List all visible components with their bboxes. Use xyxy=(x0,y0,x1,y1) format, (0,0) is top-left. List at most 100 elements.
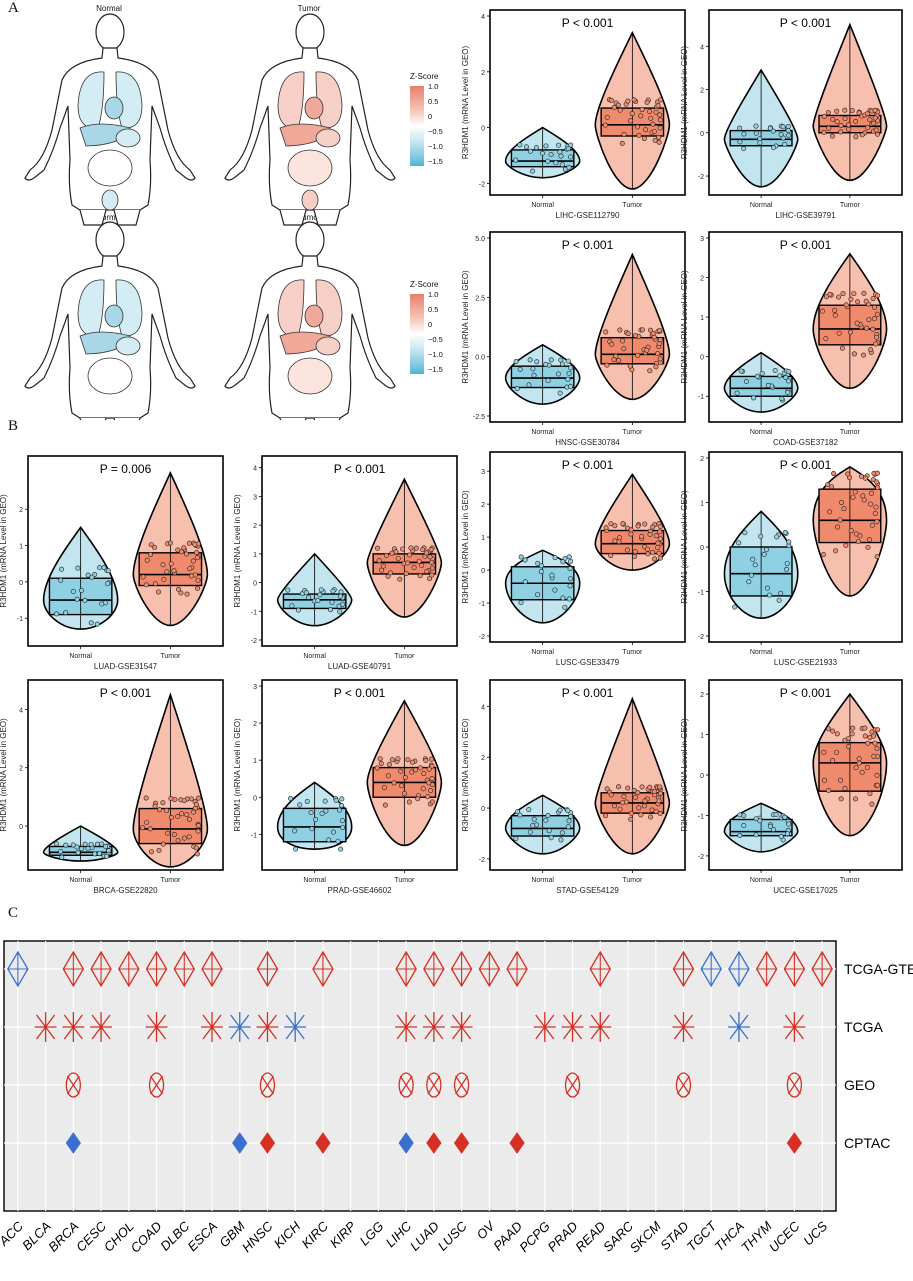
data-point xyxy=(531,816,537,822)
legend-title: Z-Score xyxy=(410,72,439,81)
data-point xyxy=(567,566,573,572)
legend-tick: 0.5 xyxy=(428,97,439,106)
data-point xyxy=(385,773,391,779)
legend-tick: 1.0 xyxy=(428,290,439,299)
data-point xyxy=(140,574,146,580)
diamond-filled-shape xyxy=(786,1132,803,1154)
data-point xyxy=(147,552,153,558)
marker-diamond-open xyxy=(700,950,722,988)
diamond-cross xyxy=(63,952,84,986)
data-point xyxy=(750,556,756,562)
data-point xyxy=(183,551,189,557)
circle-shape xyxy=(426,1072,442,1098)
data-point xyxy=(423,550,429,556)
marker-asterisk xyxy=(145,1012,168,1042)
data-point xyxy=(53,841,59,847)
x-shape xyxy=(455,1075,469,1095)
x-axis-label: COAD-GSE37182 xyxy=(773,438,838,447)
data-point xyxy=(642,798,648,804)
data-point xyxy=(656,798,662,804)
row-label: GEO xyxy=(844,1077,875,1093)
marker-diamond-open xyxy=(589,950,612,988)
cancer-label: HNSC xyxy=(239,1218,276,1255)
chart-title: P < 0.001 xyxy=(780,16,832,30)
data-point xyxy=(785,389,791,395)
data-point xyxy=(194,549,200,555)
data-point xyxy=(309,826,315,832)
data-point xyxy=(567,583,573,589)
asterisk-shape xyxy=(395,1012,418,1042)
asterisk-shape xyxy=(90,1012,113,1042)
data-point xyxy=(402,775,408,781)
data-point xyxy=(288,796,294,802)
data-point xyxy=(871,753,877,759)
data-point xyxy=(335,838,341,844)
data-point xyxy=(565,807,571,813)
asterisk-shape xyxy=(533,1012,556,1042)
y-axis-label: R3HDM1 (mRNA Level in GEO) xyxy=(233,718,242,832)
data-point xyxy=(160,800,166,806)
data-point xyxy=(785,127,791,133)
data-point xyxy=(611,104,617,110)
data-point xyxy=(641,803,647,809)
data-point xyxy=(522,579,528,585)
data-point xyxy=(786,378,792,384)
y-tick-label: 3 xyxy=(253,494,257,501)
data-point xyxy=(752,562,758,568)
data-point xyxy=(628,816,634,822)
data-point xyxy=(337,609,343,615)
data-point xyxy=(853,118,859,124)
y-axis-label: R3HDM1 (mRNA Level in GEO) xyxy=(0,494,8,608)
stomach xyxy=(115,128,141,148)
marker-asterisk xyxy=(727,1012,750,1042)
data-point xyxy=(556,142,562,148)
cancer-label: UCEC xyxy=(766,1218,803,1255)
data-point xyxy=(835,524,841,530)
data-point xyxy=(836,294,842,300)
cancer-label: UCS xyxy=(800,1218,830,1248)
y-tick-label: 2 xyxy=(253,721,257,728)
legend-colorbar xyxy=(410,294,424,374)
data-point xyxy=(413,767,419,773)
cancer-label: KIRC xyxy=(298,1218,331,1251)
data-point xyxy=(552,587,558,593)
data-point xyxy=(748,572,754,578)
y-tick-label: 4 xyxy=(19,707,23,714)
data-point xyxy=(627,363,633,369)
data-point xyxy=(143,795,149,801)
data-point xyxy=(292,828,298,834)
data-point xyxy=(657,356,663,362)
data-point xyxy=(148,542,154,548)
data-point xyxy=(560,595,566,601)
data-point xyxy=(864,111,870,117)
data-point xyxy=(657,327,663,333)
chart-title: P < 0.001 xyxy=(562,238,614,252)
data-point xyxy=(870,296,876,302)
data-point xyxy=(410,759,416,765)
data-point xyxy=(872,115,878,121)
data-point xyxy=(737,832,743,838)
row-label: TCGA-GTEx xyxy=(844,961,913,977)
data-point xyxy=(376,558,382,564)
diamond-cross xyxy=(784,952,805,986)
data-point xyxy=(619,800,625,806)
data-point xyxy=(868,347,874,353)
data-point xyxy=(560,559,566,565)
data-point xyxy=(872,740,878,746)
y-axis-label: R3HDM1 (mRNA Level in GEO) xyxy=(461,45,470,159)
data-point xyxy=(331,829,337,835)
data-point xyxy=(632,549,638,555)
marker-diamond-open xyxy=(118,950,140,988)
data-point xyxy=(862,725,868,731)
data-point xyxy=(190,558,196,564)
data-point xyxy=(737,125,743,131)
data-point xyxy=(58,849,64,855)
data-point xyxy=(840,291,846,297)
data-point xyxy=(374,765,380,771)
data-point xyxy=(743,378,749,384)
data-point xyxy=(834,119,840,125)
data-point xyxy=(873,504,879,510)
y-tick-label: 3 xyxy=(700,236,704,243)
data-point xyxy=(652,556,658,562)
